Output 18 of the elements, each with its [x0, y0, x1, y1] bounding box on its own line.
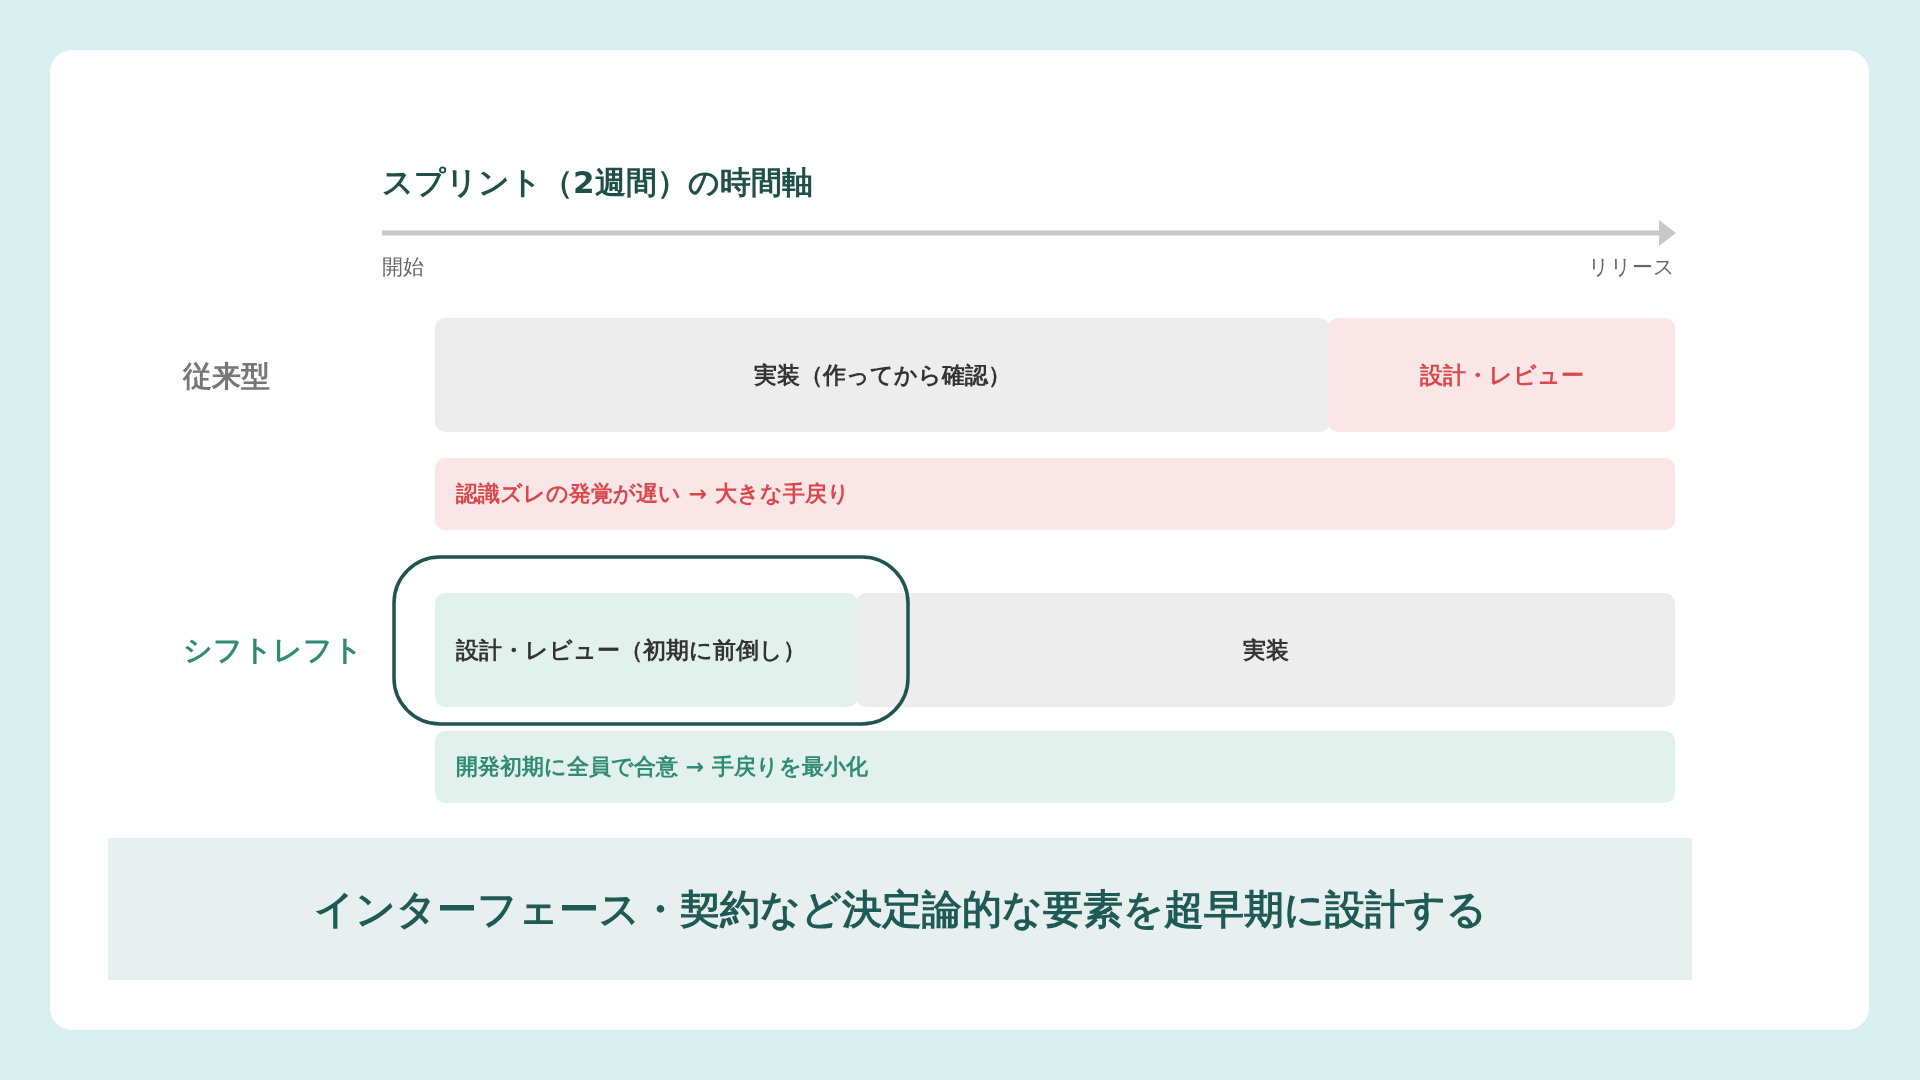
note-text: 開発初期に全員で合意 → 手戻りを最小化 — [456, 753, 868, 781]
review-box — [1328, 318, 1675, 432]
note-box — [435, 731, 1675, 803]
row-label: シフトレフト — [183, 632, 363, 669]
process-box — [856, 593, 1675, 707]
note-box — [435, 458, 1675, 530]
box-label: 実装（作ってから確認） — [754, 360, 1011, 390]
box-label: 設計・レビュー（初期に前倒し） — [456, 635, 806, 665]
box-label: 設計・レビュー — [1419, 360, 1584, 390]
box-label: 実装 — [1242, 635, 1289, 665]
note-text: 認識ズレの発覚が遅い → 大きな手戻り — [456, 480, 850, 508]
process-box — [435, 318, 1330, 432]
chart-title: スプリント（2週間）の時間軸 — [382, 163, 813, 202]
row-label: 従来型 — [183, 358, 270, 395]
axis-label: 開始 — [382, 254, 424, 281]
banner-text: インターフェース・契約など決定論的な要素を超早期に設計する — [313, 884, 1487, 934]
axis-label: リリース — [1588, 254, 1675, 281]
review-box — [435, 593, 858, 707]
